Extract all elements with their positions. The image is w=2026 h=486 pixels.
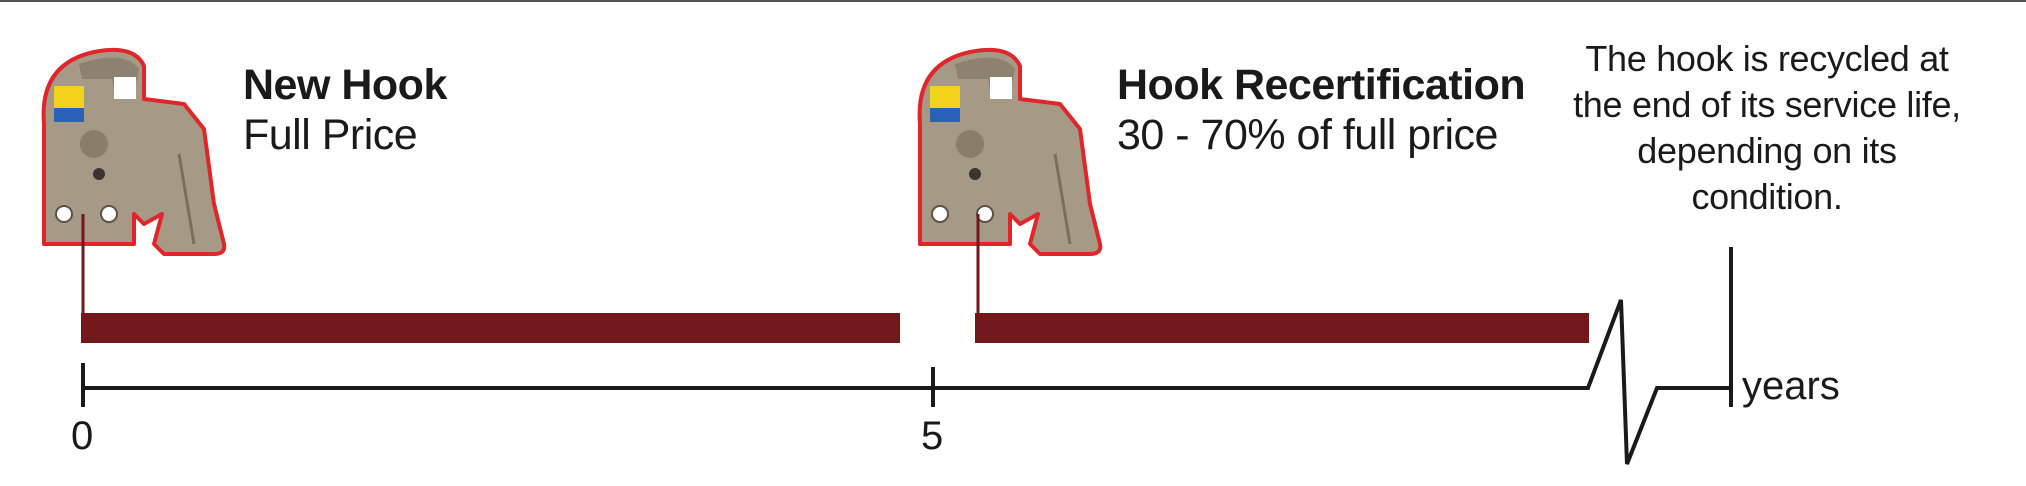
stage-title: New Hook xyxy=(243,61,447,109)
stage-subtitle: 30 - 70% of full price xyxy=(1117,111,1498,159)
tick-label-0: 0 xyxy=(71,414,94,458)
bar-new-hook xyxy=(81,313,900,343)
stage-recertification: Hook Recertification 30 - 70% of full pr… xyxy=(1117,60,1526,160)
bar-recertification xyxy=(975,313,1589,343)
hook-image-new xyxy=(41,47,227,256)
stage-title: Hook Recertification xyxy=(1117,61,1526,109)
end-of-life-note: The hook is recycled at the end of its s… xyxy=(1573,38,1961,217)
stage-subtitle: Full Price xyxy=(243,111,418,159)
tick-label-5: 5 xyxy=(921,414,944,458)
hook-image-recertified xyxy=(917,47,1103,256)
axis-unit-label: years xyxy=(1742,364,1840,408)
stage-new-hook: New Hook Full Price xyxy=(243,60,447,160)
time-axis xyxy=(83,299,1731,465)
